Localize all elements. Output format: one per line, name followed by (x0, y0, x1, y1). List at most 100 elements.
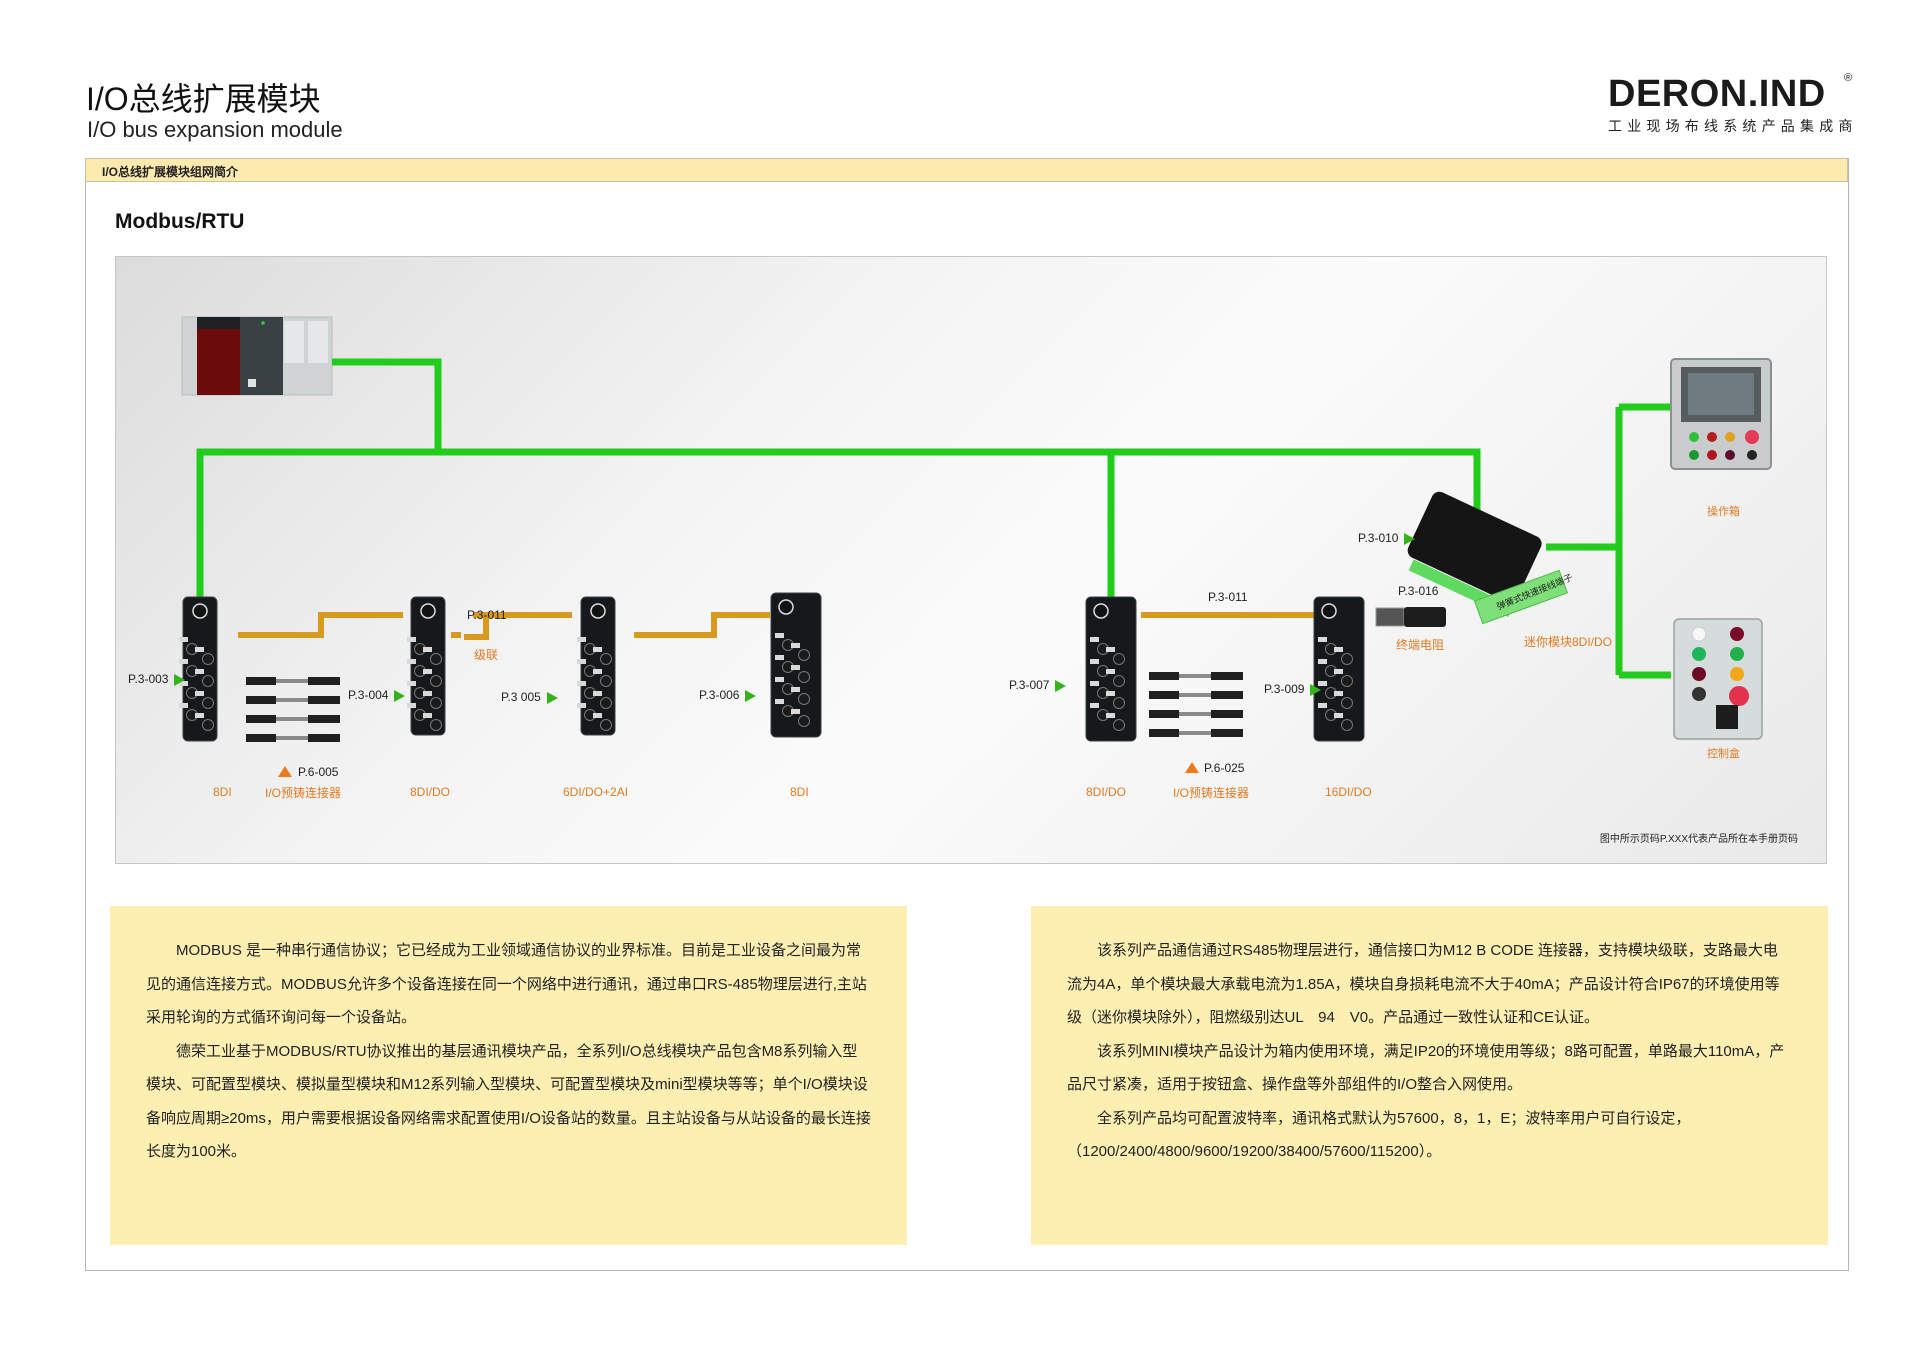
operation-box (1670, 358, 1772, 470)
module-type-label: 8DI (790, 785, 809, 799)
io-module (1085, 596, 1137, 742)
m8-port (430, 697, 442, 709)
m8-port (1113, 675, 1125, 687)
operation-box-label: 操作箱 (1707, 506, 1740, 518)
arrow-right-icon (1055, 679, 1067, 692)
page-code-note: 图中所示页码P.XXX代表产品所在本手册页码 (1599, 834, 1798, 845)
m8-port (430, 653, 442, 665)
network-diagram: P.3-003 8DI P.3-004 8DI/DO P.3 005 6DI/D… (115, 256, 1827, 864)
paragraph: 德荣工业基于MODBUS/RTU协议推出的基层通讯模块产品，全系列I/O总线模块… (146, 1042, 871, 1161)
paragraph: 该系列产品通信通过RS485物理层进行，通信接口为M12 B CODE 连接器，… (1067, 942, 1780, 1026)
control-box (1673, 618, 1763, 740)
preformed-cable (246, 715, 340, 723)
logo-brand: DERON.IND (1608, 73, 1826, 115)
page-ref-p3-009: P.3-009 (1264, 682, 1322, 696)
arrow-right-icon (546, 691, 558, 704)
m8-port (1341, 653, 1353, 665)
description-left: MODBUS 是一种串行通信协议；它已经成为工业领域通信协议的业界标准。目前是工… (110, 906, 907, 1245)
m8-port (202, 675, 214, 687)
cascade-lines (238, 612, 1316, 640)
m8-port (600, 719, 612, 731)
arrow-right-icon (174, 673, 186, 686)
connector-label: I/O预铸连接器 (265, 786, 342, 800)
diagram-canvas (179, 316, 1772, 742)
bus-main (196, 448, 1481, 599)
page-ref-p3-011: P.3-011 (467, 608, 507, 622)
deron-logo: DERON.IND ® 工业现场布线系统产品集成商 (1608, 72, 1858, 136)
section-subtitle: Modbus/RTU (115, 210, 245, 233)
m8-port (202, 653, 214, 665)
module-type-label: 6DI/DO+2AI (563, 785, 629, 799)
page-ref-p3-011: P.3-011 (1208, 590, 1248, 604)
preformed-cable (1149, 710, 1243, 718)
m8-port (202, 719, 214, 731)
m8-port (1341, 675, 1353, 687)
cascade-2 (464, 612, 572, 640)
paragraph: 该系列MINI模块产品设计为箱内使用环境，满足IP20的环境使用等级；8路可配置… (1067, 1042, 1785, 1094)
spring-terminal-block (1473, 569, 1569, 625)
cascade-label: 级联 (474, 648, 499, 662)
page-ref-p3-003: P.3-003 (128, 672, 186, 686)
m8-port (1341, 697, 1353, 709)
arrow-up-icon (1185, 762, 1199, 773)
section-bar: I/O总线扩展模块组网简介 (85, 158, 1848, 182)
page-ref-p3-004: P.3-004 (348, 688, 406, 702)
arrow-right-icon (1404, 532, 1416, 545)
modbus-bus-lines (196, 358, 1671, 679)
preformed-cable (246, 734, 340, 742)
page-ref-p3-007: P.3-007 (1009, 678, 1067, 692)
m8-port (600, 675, 612, 687)
module-type-label: 8DI (213, 785, 232, 799)
content-frame (85, 158, 1849, 1271)
m8-port (798, 671, 810, 683)
page-ref-p6-005: P.6-005 (298, 765, 339, 779)
preformed-cable (246, 696, 340, 704)
page-ref-p3-005: P.3 005 (501, 690, 558, 704)
arrow-right-icon (394, 689, 406, 702)
io-module (1313, 596, 1365, 742)
m8-port (202, 697, 214, 709)
page-ref-p6-025: P.6-025 (1204, 761, 1245, 775)
paragraph: MODBUS 是一种串行通信协议；它已经成为工业领域通信协议的业界标准。目前是工… (146, 942, 867, 1026)
logo-tagline: 工业现场布线系统产品集成商 (1608, 118, 1858, 134)
section-bar-title: I/O总线扩展模块组网简介 (102, 165, 239, 179)
io-module (770, 592, 822, 738)
bus-plc-drop (332, 358, 442, 452)
mini-module-label: 迷你模块8DI/DO (1524, 635, 1613, 649)
preformed-cable (1149, 729, 1243, 737)
page-title-cn: I/O总线扩展模块 (86, 81, 321, 117)
module-type-label: 8DI/DO (1086, 785, 1127, 799)
preformed-cable (1149, 672, 1243, 680)
arrow-up-icon (278, 766, 292, 777)
io-module (179, 596, 218, 742)
terminator-label: 终端电阻 (1396, 638, 1445, 652)
arrow-right-icon (1310, 683, 1322, 696)
m8-port (600, 653, 612, 665)
module-type-label: 8DI/DO (410, 785, 451, 799)
m8-port (798, 715, 810, 727)
cascade-1 (238, 612, 403, 638)
registered-mark: ® (1844, 72, 1853, 84)
description-right: 该系列产品通信通过RS485物理层进行，通信接口为M12 B CODE 连接器，… (1031, 906, 1828, 1245)
page-ref-p3-010: P.3-010 (1358, 531, 1416, 545)
control-box-label: 控制盒 (1707, 748, 1740, 760)
cascade-3 (634, 612, 770, 638)
preformed-cable (246, 677, 340, 685)
io-module (407, 596, 446, 736)
plc-controller (181, 316, 333, 396)
page-ref-p3-006: P.3-006 (699, 688, 757, 702)
terminator-resistor (1375, 607, 1446, 627)
paragraph: 全系列产品均可配置波特率，通讯格式默认为57600，8，1，E；波特率用户可自行… (1067, 1109, 1691, 1161)
m8-port (430, 675, 442, 687)
m8-port (1113, 719, 1125, 731)
m8-port (430, 719, 442, 731)
module-type-label: 16DI/DO (1325, 785, 1372, 799)
m8-port (1341, 719, 1353, 731)
page-ref-p3-016: P.3-016 (1398, 584, 1439, 598)
preformed-cable (1149, 691, 1243, 699)
m8-port (798, 693, 810, 705)
io-module (577, 596, 616, 736)
m8-port (1113, 697, 1125, 709)
m8-port (1113, 653, 1125, 665)
m8-port (600, 697, 612, 709)
